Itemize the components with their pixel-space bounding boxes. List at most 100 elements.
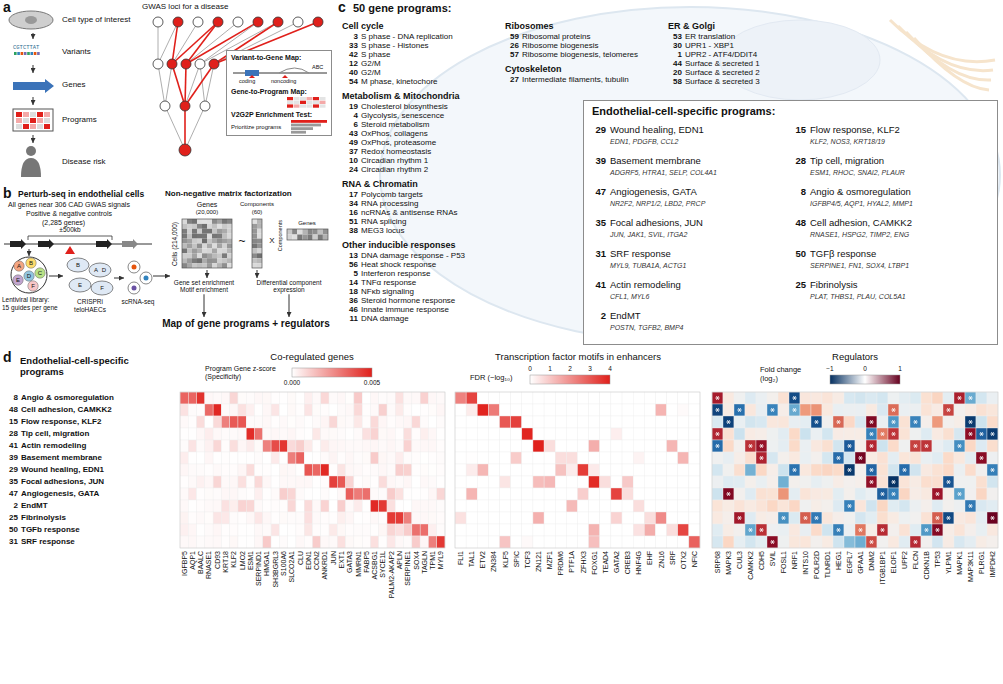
heatmap-cell: [313, 488, 321, 500]
enrichment-bar: [291, 124, 321, 127]
heatmap-cell: [354, 404, 362, 416]
matrix-cell: [302, 235, 307, 241]
heatmap-cell: [428, 452, 436, 464]
heatmap-cell: [296, 440, 304, 452]
significance-star: [957, 492, 961, 496]
significance-star: [814, 420, 818, 424]
heatmap-cell: [611, 512, 622, 524]
network-link: [200, 64, 205, 106]
heatmap-cell: [844, 404, 855, 416]
heatmap-cell: [255, 524, 263, 536]
program-name: Circadian rhythm 2: [361, 166, 428, 174]
er-membrane: [890, 20, 995, 62]
heatmap-cell: [412, 452, 420, 464]
motif-label: FOXG1: [591, 551, 598, 575]
program-name: Circadian rhythm 1: [361, 157, 428, 165]
heatmap-cell: [578, 404, 589, 416]
heatmap-cell: [767, 476, 778, 488]
heatmap-cell: [877, 452, 888, 464]
guide-letter: D: [27, 273, 31, 279]
gene-label: RNASE1: [205, 551, 212, 579]
heatmap-cell: [288, 428, 296, 440]
program-number: 47: [595, 187, 606, 197]
heatmap-cell: [370, 392, 378, 404]
significance-star: [979, 456, 983, 460]
heatmap-cell: [354, 488, 362, 500]
heatmap-cell: [877, 512, 888, 524]
heatmap-cell: [346, 464, 354, 476]
heatmap-cell: [387, 488, 395, 500]
heatmap-cell: [555, 464, 566, 476]
heatmap-cell: [866, 536, 877, 548]
program-icon-cell: [37, 112, 43, 117]
heatmap-cell: [379, 404, 387, 416]
guide-particle: [14, 261, 24, 271]
heatmap-cell: [921, 428, 932, 440]
heatmap-cell: [522, 512, 533, 524]
heatmap-cell: [296, 476, 304, 488]
program-genes: POSTN, TGFB2, BMP4: [610, 324, 684, 331]
heatmap-cell: [296, 392, 304, 404]
gene-icon: [13, 79, 54, 93]
heatmap-cell: [655, 524, 666, 536]
heatmap-cell: [899, 464, 910, 476]
gene-label: TPM1: [429, 551, 436, 570]
heatmap-cell: [667, 476, 678, 488]
significance-star: [781, 516, 785, 520]
heatmap-cell: [566, 416, 577, 428]
heatmap-cell: [387, 428, 395, 440]
significance-star: [946, 516, 950, 520]
matrix-cell: [212, 234, 217, 239]
heatmap-cell: [354, 536, 362, 548]
flow-step: Disease risk: [8, 144, 148, 180]
heatmap-cell: [800, 524, 811, 536]
matrix-cell: [197, 263, 202, 268]
heatmap-cell: [296, 416, 304, 428]
heatmap-cell: [395, 464, 403, 476]
heatmap-cell: [288, 464, 296, 476]
heatmap-cell: [734, 536, 745, 548]
heatmap-cell: [500, 452, 511, 464]
step-label: scRNA-seq: [122, 299, 155, 306]
heatmap-cell: [313, 524, 321, 536]
heatmap-cell: [379, 512, 387, 524]
heatmap-cell: [511, 500, 522, 512]
heatmap-cell: [800, 428, 811, 440]
matrix-cell: [202, 224, 207, 229]
program-number: 34: [349, 200, 358, 208]
heatmap-cell: [844, 452, 855, 464]
node-text: Differential component expression: [248, 279, 330, 293]
heatmap-cell: [734, 416, 745, 428]
flow-step: Variants: [8, 40, 148, 64]
heatmap-cell: [387, 440, 395, 452]
matrix-cell: [217, 239, 222, 244]
heatmap-cell: [455, 428, 466, 440]
heatmap-cell: [644, 464, 655, 476]
program-box: Endothelial-cell-specific programs:29Wou…: [583, 100, 998, 345]
heatmap-cell: [533, 512, 544, 524]
heatmap-cell: [395, 500, 403, 512]
heatmap-cell: [932, 536, 943, 548]
matrix-cell: [257, 224, 262, 229]
heatmap-cell: [921, 476, 932, 488]
heatmap-cell: [600, 500, 611, 512]
heatmap-cell: [255, 452, 263, 464]
heatmap-cell: [833, 452, 844, 464]
heatmap-cell: [789, 392, 800, 404]
droplet: [128, 261, 140, 273]
heatmap-cell: [329, 452, 337, 464]
cell-nucleus: [25, 16, 37, 24]
heatmap-cell: [910, 476, 921, 488]
heatmap-cell: [466, 428, 477, 440]
heatmap-cell: [246, 404, 254, 416]
heatmap-cell: [855, 464, 866, 476]
significance-star: [726, 492, 730, 496]
heatmap-cell: [943, 392, 954, 404]
row-label: Angiogenesis, GATA: [21, 490, 99, 498]
analysis-step: Gene set enrichmentMotif enrichment: [164, 279, 244, 293]
program-name: Interferon response: [361, 270, 430, 278]
program-name: G2/M: [361, 69, 381, 77]
colorbar-title: Program Gene z-score (Specificity): [205, 365, 289, 381]
flow-arrow: [114, 278, 124, 279]
heatmap-cell: [197, 416, 205, 428]
